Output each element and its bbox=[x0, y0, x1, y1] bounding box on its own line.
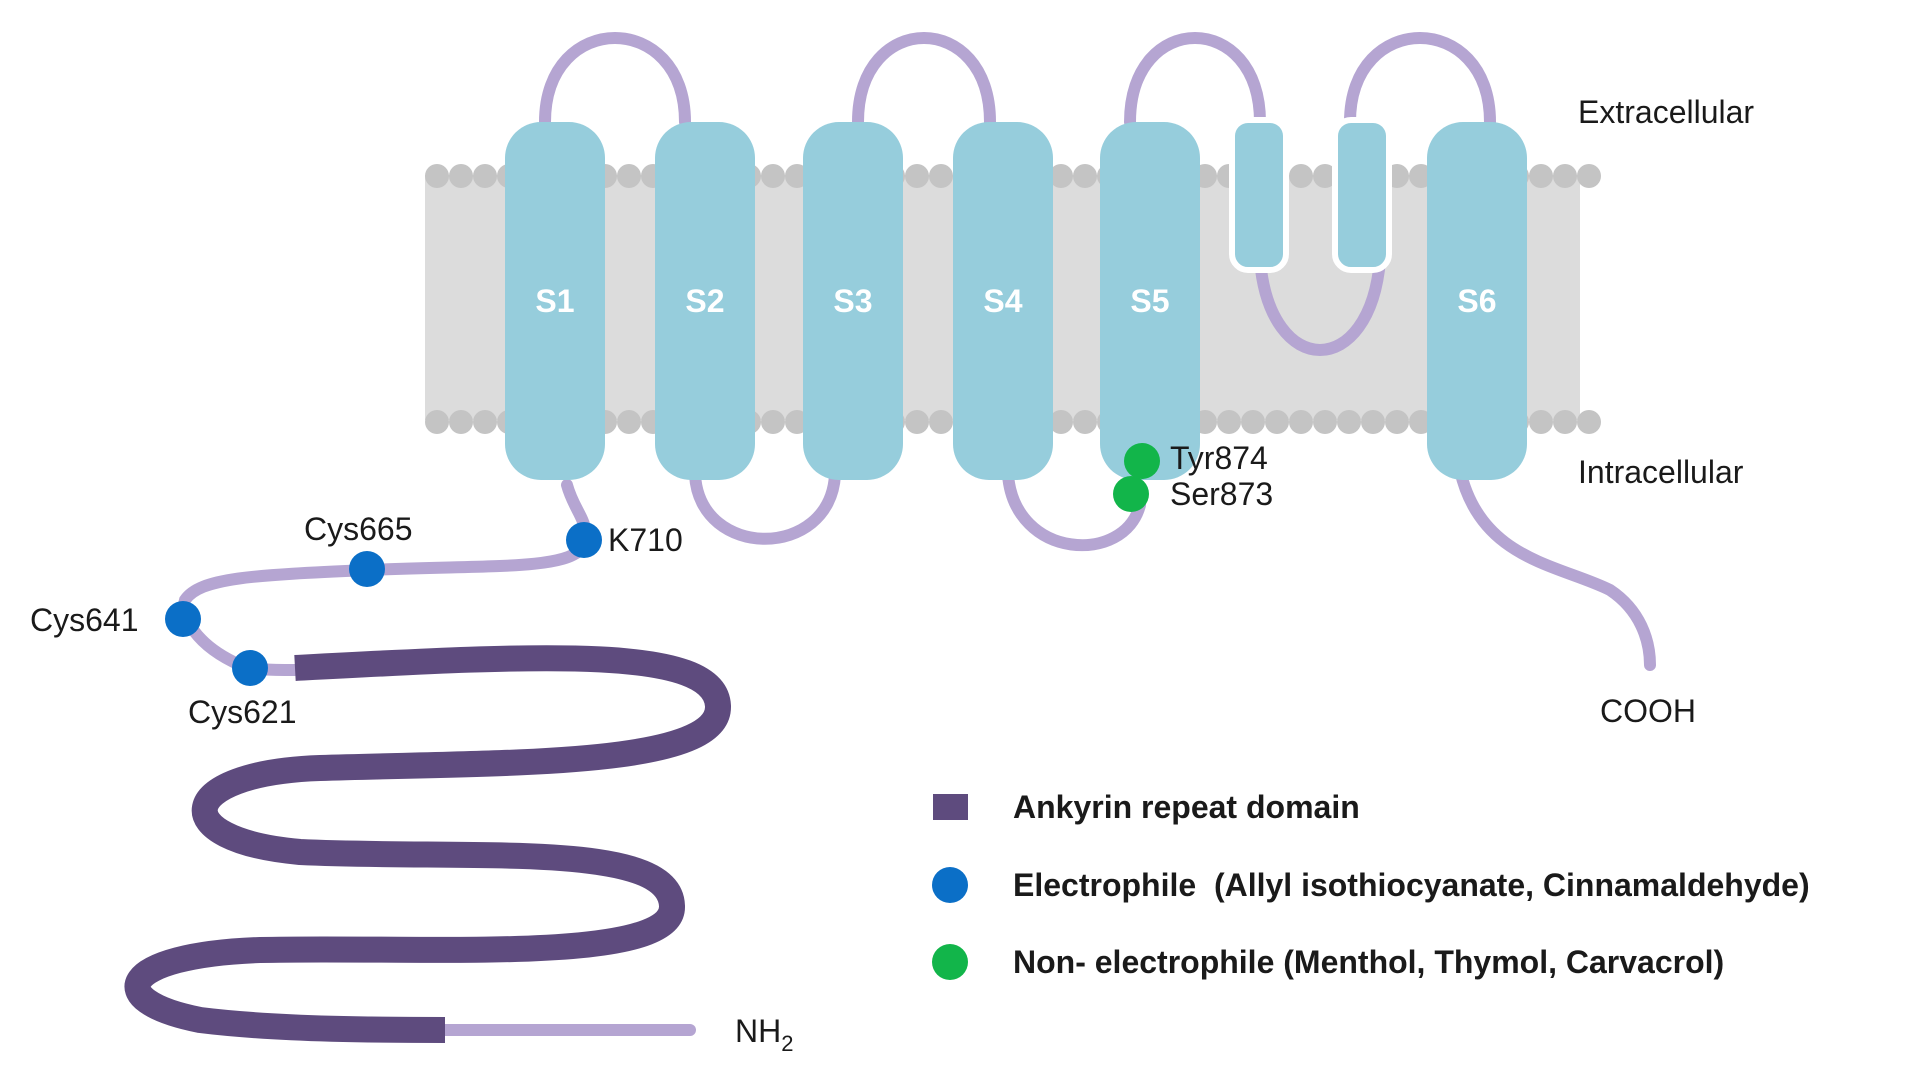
lipid-head-inner bbox=[905, 410, 929, 434]
electrophile-sites bbox=[165, 522, 602, 686]
lipid-head-inner bbox=[1049, 410, 1073, 434]
helix-label-s2: S2 bbox=[685, 283, 724, 319]
site-tyr874-dot bbox=[1124, 443, 1160, 479]
lipid-head-inner bbox=[1529, 410, 1553, 434]
lipid-head-inner bbox=[1289, 410, 1313, 434]
lipid-head-inner bbox=[1073, 410, 1097, 434]
legend-electrophile-label: Electrophile (Allyl isothiocyanate, Cinn… bbox=[1013, 867, 1810, 903]
loop-s1-s2 bbox=[539, 32, 691, 128]
lipid-head-outer bbox=[449, 164, 473, 188]
lipid-head-inner bbox=[1553, 410, 1577, 434]
loop-s2-s3 bbox=[689, 469, 841, 545]
lipid-head-outer bbox=[1529, 164, 1553, 188]
lipid-head-inner bbox=[617, 410, 641, 434]
helix-s4 bbox=[953, 122, 1053, 480]
site-cys665-label: Cys665 bbox=[304, 511, 413, 547]
helix-label-s5: S5 bbox=[1130, 283, 1169, 319]
lipid-head-inner bbox=[1577, 410, 1601, 434]
site-ser873-label: Ser873 bbox=[1170, 476, 1273, 512]
lipid-head-inner bbox=[1313, 410, 1337, 434]
c-terminal-tail bbox=[1454, 464, 1656, 671]
legend-non-electrophile-label: Non- electrophile (Menthol, Thymol, Carv… bbox=[1013, 944, 1724, 980]
helix-label-s4: S4 bbox=[983, 283, 1022, 319]
intracellular-label: Intracellular bbox=[1578, 454, 1744, 490]
loop-pore-s6 bbox=[1344, 32, 1496, 128]
lipid-head-inner bbox=[449, 410, 473, 434]
pore-helix-2 bbox=[1332, 117, 1392, 273]
legend-ankyrin-label: Ankyrin repeat domain bbox=[1013, 789, 1360, 825]
helix-label-s1: S1 bbox=[535, 283, 574, 319]
ankyrin-repeat-domain bbox=[124, 645, 731, 1043]
lipid-head-outer bbox=[761, 164, 785, 188]
loop-s5-pore bbox=[1124, 32, 1266, 128]
site-cys665-dot bbox=[349, 551, 385, 587]
legend-non-electrophile-swatch bbox=[932, 944, 968, 980]
legend: Ankyrin repeat domain Electrophile (Ally… bbox=[932, 789, 1810, 980]
site-cys621-dot bbox=[232, 650, 268, 686]
site-ser873-dot bbox=[1113, 476, 1149, 512]
lipid-head-inner bbox=[1361, 410, 1385, 434]
lipid-head-outer bbox=[1553, 164, 1577, 188]
lipid-head-inner bbox=[1265, 410, 1289, 434]
lipid-head-outer bbox=[473, 164, 497, 188]
site-cys641-label: Cys641 bbox=[30, 602, 139, 638]
lipid-head-inner bbox=[473, 410, 497, 434]
lipid-head-inner bbox=[761, 410, 785, 434]
loop-s4-s5 bbox=[1002, 469, 1146, 552]
loop-s3-s4 bbox=[852, 32, 996, 128]
site-cys641-dot bbox=[165, 601, 201, 637]
lipid-head-inner bbox=[929, 410, 953, 434]
helix-s6 bbox=[1427, 122, 1527, 480]
transmembrane-helices bbox=[505, 117, 1527, 480]
site-k710-label: K710 bbox=[608, 522, 683, 558]
c-terminus-label: COOH bbox=[1600, 693, 1696, 729]
legend-ankyrin-swatch bbox=[933, 794, 968, 820]
helix-s2 bbox=[655, 122, 755, 480]
lipid-head-outer bbox=[1073, 164, 1097, 188]
helix-s5 bbox=[1100, 122, 1200, 480]
lipid-head-outer bbox=[425, 164, 449, 188]
lipid-head-outer bbox=[929, 164, 953, 188]
lipid-head-inner bbox=[1241, 410, 1265, 434]
lipid-head-outer bbox=[617, 164, 641, 188]
helix-label-s3: S3 bbox=[833, 283, 872, 319]
lipid-head-inner bbox=[1217, 410, 1241, 434]
lipid-head-outer bbox=[1577, 164, 1601, 188]
n-terminus-label: NH2 bbox=[735, 1013, 793, 1056]
n-terminus-subscript: 2 bbox=[781, 1031, 793, 1056]
pore-loop bbox=[1254, 254, 1386, 356]
n-terminus-base: NH bbox=[735, 1013, 781, 1049]
lipid-head-outer bbox=[1289, 164, 1313, 188]
lipid-head-outer bbox=[1313, 164, 1337, 188]
lipid-head-outer bbox=[905, 164, 929, 188]
lipid-head-inner bbox=[425, 410, 449, 434]
helix-label-s6: S6 bbox=[1457, 283, 1496, 319]
lipid-head-inner bbox=[1337, 410, 1361, 434]
site-k710-dot bbox=[566, 522, 602, 558]
helix-s3 bbox=[803, 122, 903, 480]
legend-electrophile-swatch bbox=[932, 867, 968, 903]
helix-s1 bbox=[505, 122, 605, 480]
non-electrophile-sites bbox=[1113, 443, 1160, 512]
site-tyr874-label: Tyr874 bbox=[1170, 440, 1268, 476]
extracellular-label: Extracellular bbox=[1578, 94, 1754, 130]
lipid-head-outer bbox=[1049, 164, 1073, 188]
lipid-head-inner bbox=[1385, 410, 1409, 434]
pore-helix-1 bbox=[1229, 117, 1289, 273]
site-cys621-label: Cys621 bbox=[188, 694, 297, 730]
